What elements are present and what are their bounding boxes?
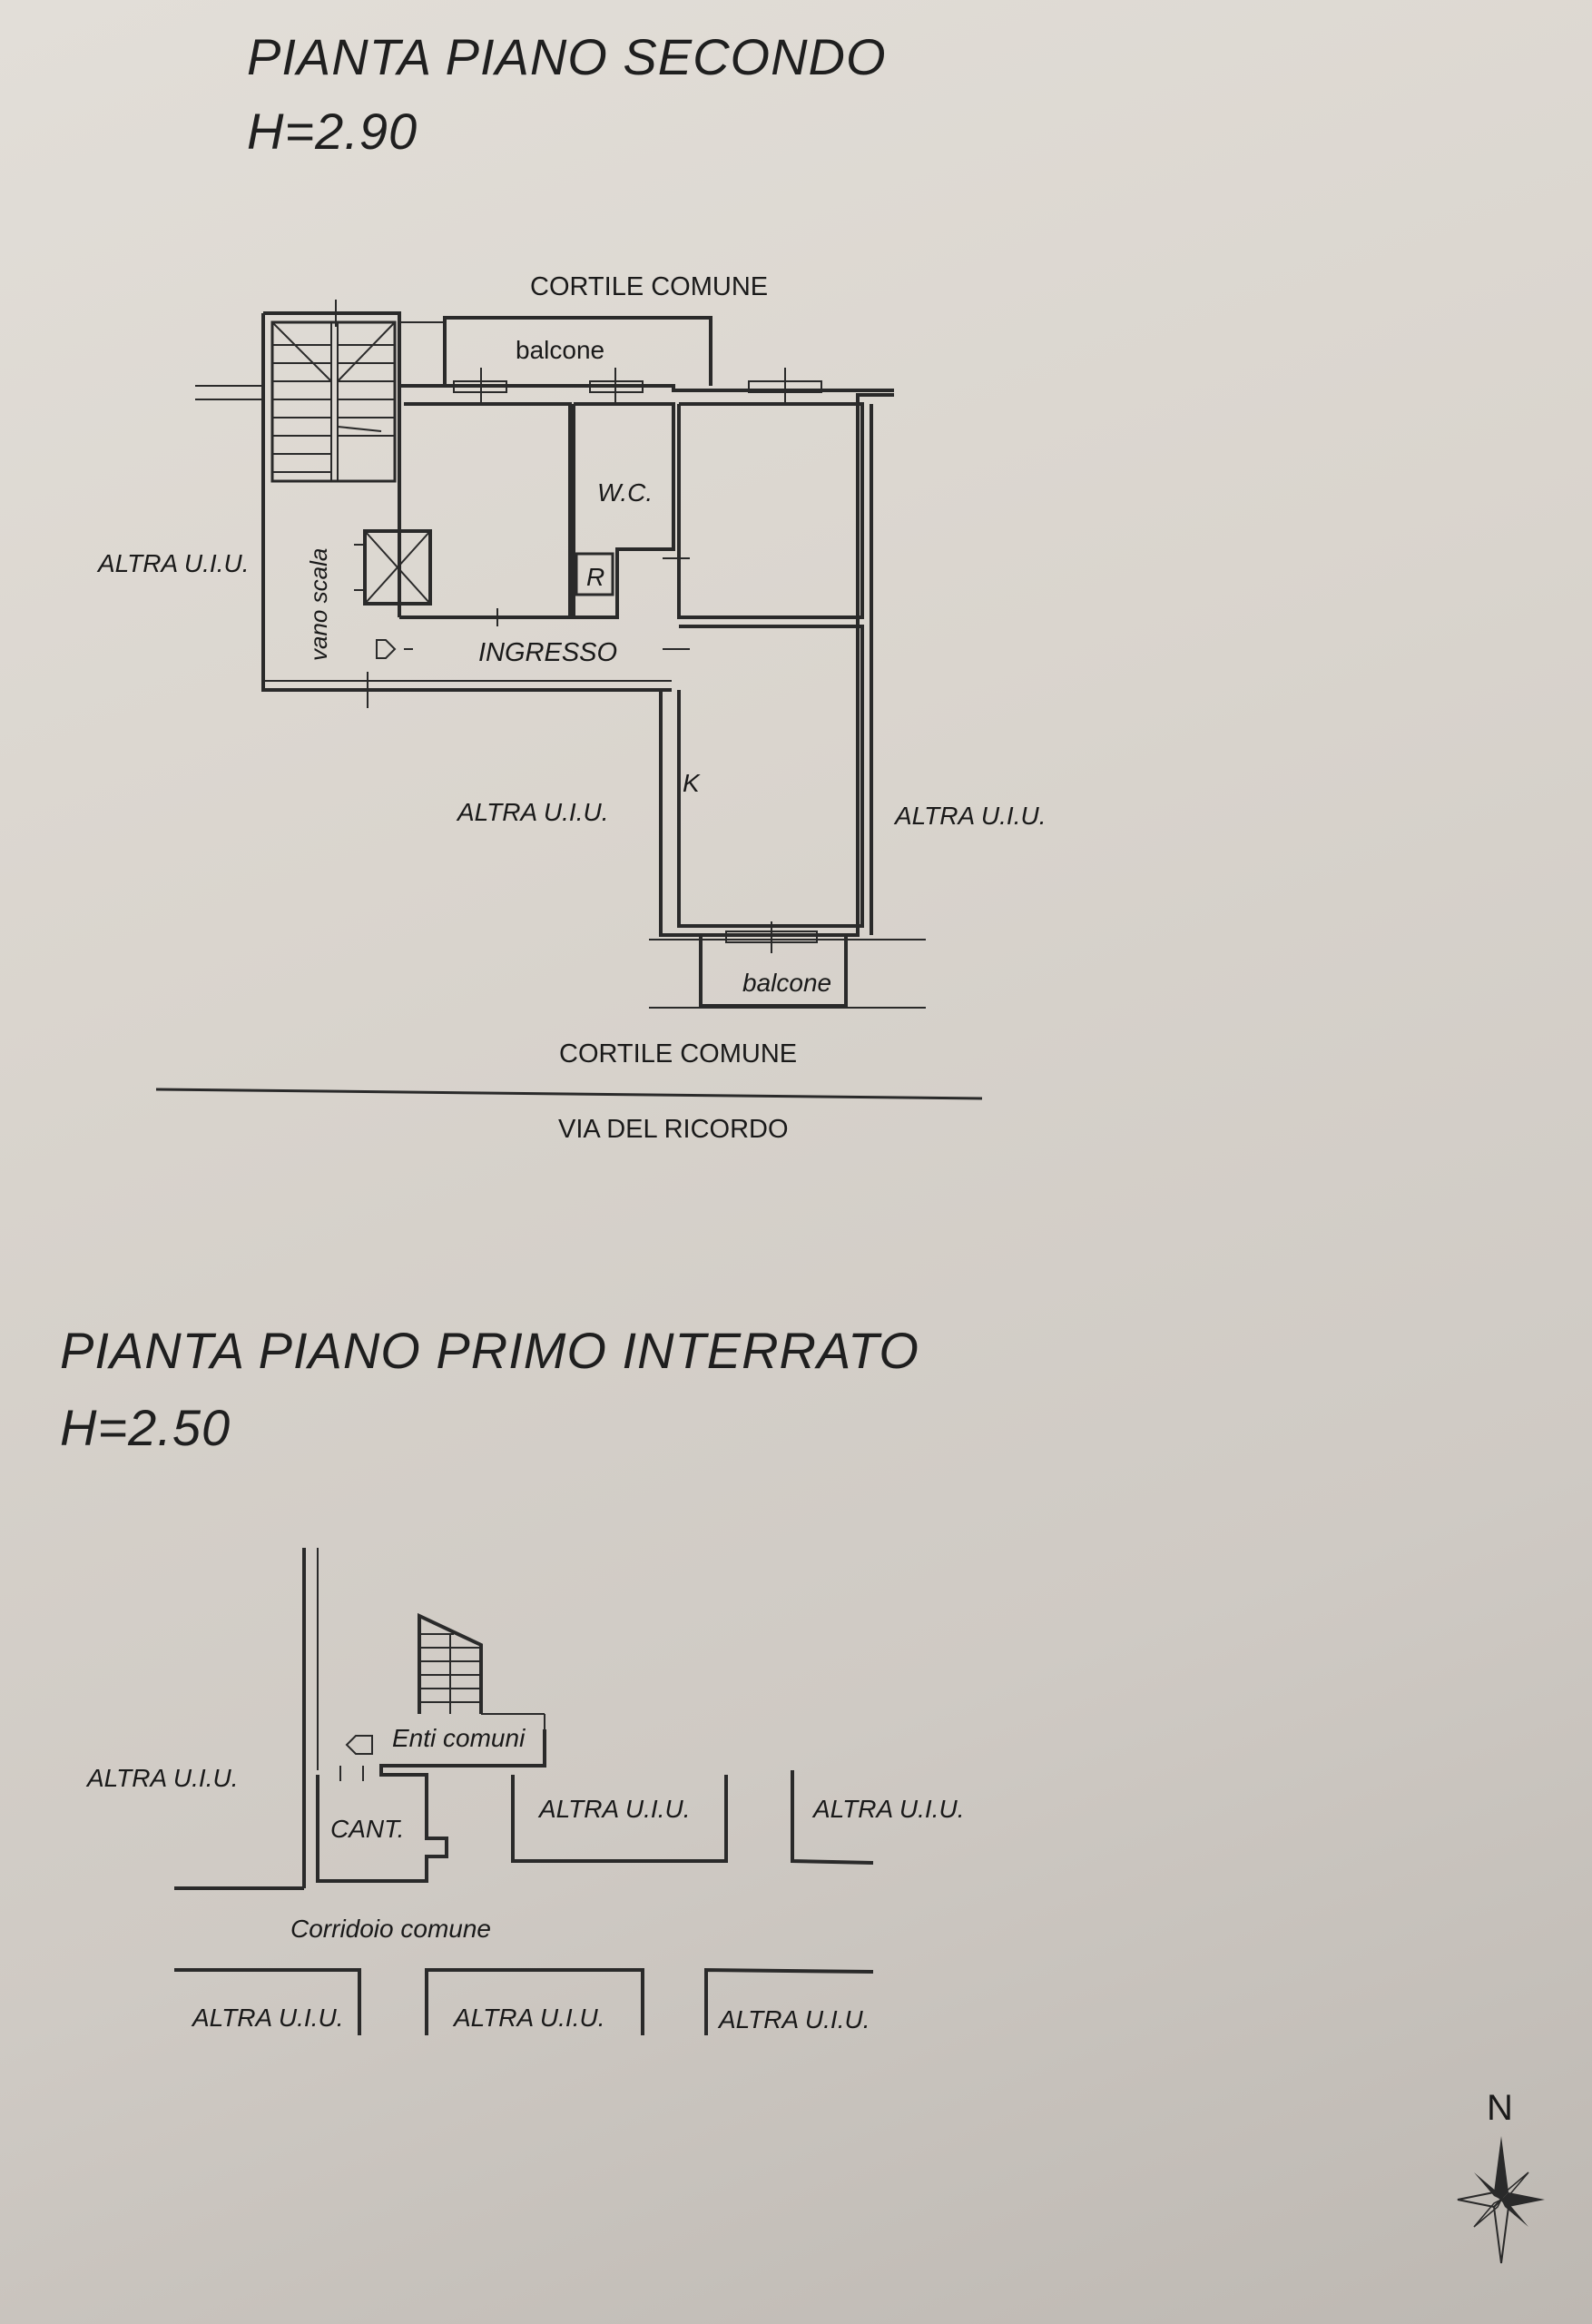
cant-label: CANT.: [330, 1815, 404, 1843]
altra-uiu-right-label: ALTRA U.I.U.: [893, 802, 1046, 830]
basement-altra-uiu-left: ALTRA U.I.U.: [85, 1764, 238, 1792]
cortile-comune-top: CORTILE COMUNE: [530, 272, 768, 301]
basement-altra-uiu-b2: ALTRA U.I.U.: [452, 2004, 604, 2032]
basement-stairs: [418, 1612, 545, 1766]
r-label: R: [586, 563, 604, 591]
second-floor-plan: CORTILE COMUNE balcone W.C. R ALTRA U.I.…: [96, 272, 1046, 1144]
enti-comuni-label: Enti comuni: [392, 1724, 526, 1752]
vano-scala-label: vano scala: [305, 548, 332, 661]
staircase: [270, 300, 397, 483]
wc-label: W.C.: [597, 478, 653, 507]
compass-rose-icon: [1457, 2136, 1545, 2264]
altra-uiu-left-label: ALTRA U.I.U.: [96, 549, 249, 577]
balcone-top-label: balcone: [516, 336, 604, 364]
basement-plan: ALTRA U.I.U. Enti comuni CANT. ALTRA U.I…: [85, 1548, 964, 2035]
balcone-bottom-label: balcone: [742, 969, 831, 997]
via-label: VIA DEL RICORDO: [558, 1115, 789, 1144]
north-compass: N: [1457, 2088, 1545, 2264]
street-line: [155, 1088, 983, 1100]
basement-altra-uiu-b1: ALTRA U.I.U.: [191, 2004, 343, 2032]
enti-comuni-arrow-icon: [345, 1735, 373, 1755]
cortile-comune-bottom: CORTILE COMUNE: [559, 1039, 797, 1068]
compass-n-label: N: [1487, 2088, 1513, 2128]
apartment-walls: [195, 311, 926, 1009]
ingresso-label: INGRESSO: [478, 638, 617, 667]
plan-second-title: PIANTA PIANO SECONDO: [247, 28, 887, 85]
corridoio-comune-label: Corridoio comune: [290, 1915, 491, 1943]
plan-basement-title: PIANTA PIANO PRIMO INTERRATO: [60, 1322, 919, 1379]
k-label: K: [683, 769, 701, 797]
entry-arrow-icon: [376, 639, 397, 659]
plan-basement-height: H=2.50: [60, 1399, 231, 1456]
plan-second-height: H=2.90: [247, 103, 418, 160]
lift: [354, 529, 432, 606]
basement-altra-uiu-right: ALTRA U.I.U.: [811, 1795, 964, 1823]
basement-altra-uiu-mid: ALTRA U.I.U.: [537, 1795, 690, 1823]
altra-uiu-mid-label: ALTRA U.I.U.: [456, 798, 608, 826]
basement-altra-uiu-b3: ALTRA U.I.U.: [717, 2005, 870, 2034]
